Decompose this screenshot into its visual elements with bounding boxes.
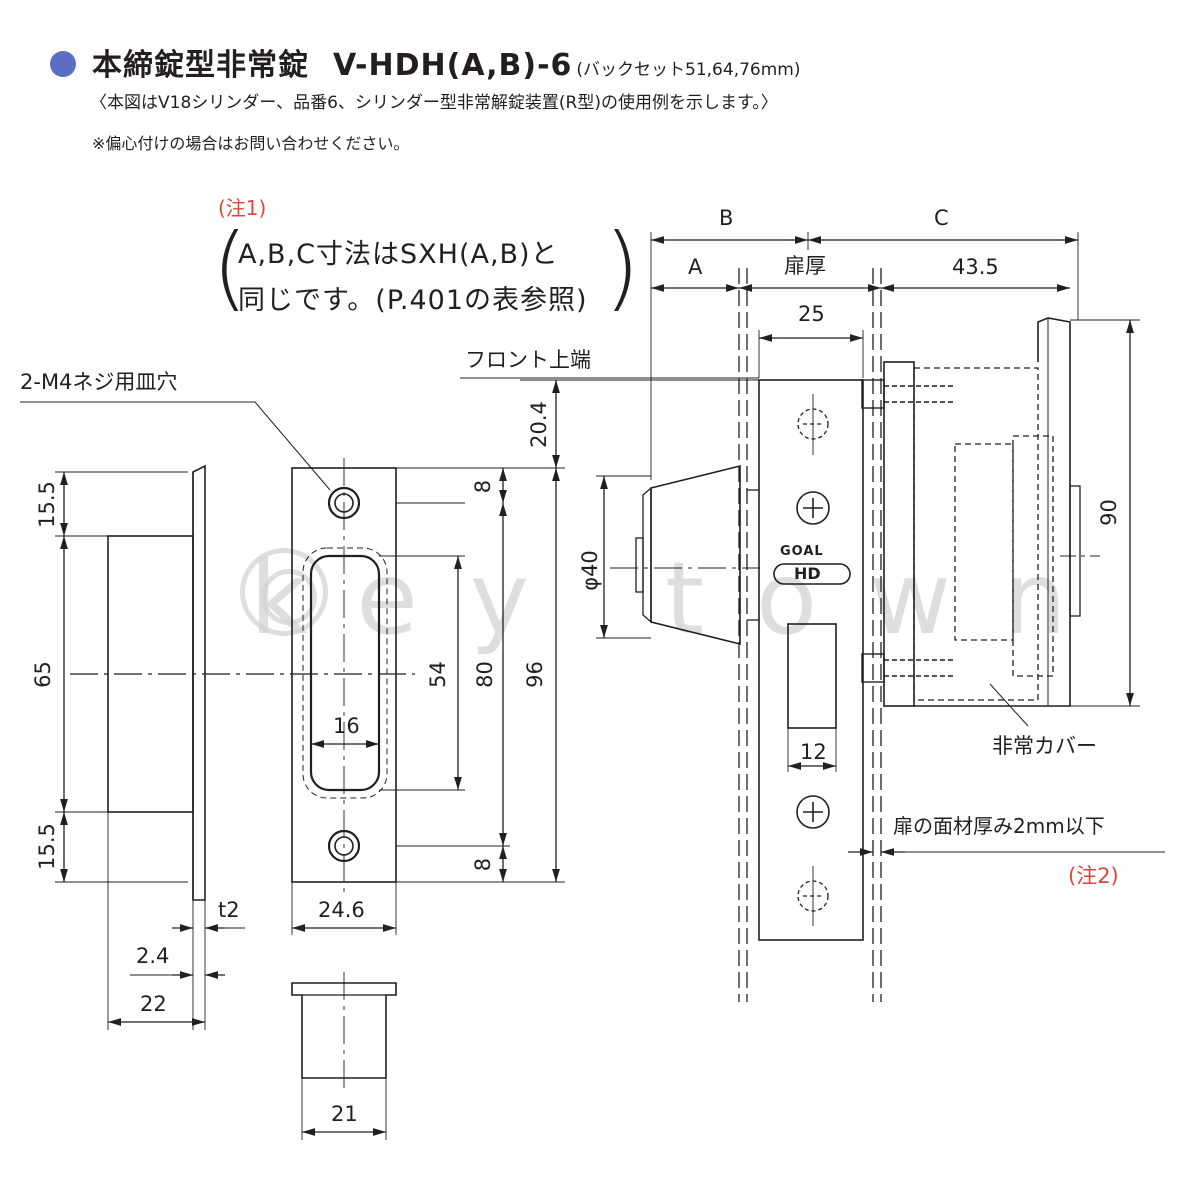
logo-hd: HD [794, 564, 821, 583]
note1-open-brace: ( [212, 214, 248, 321]
backset-note: (バックセット51,64,76mm) [576, 60, 801, 80]
dim-a: A [688, 255, 703, 279]
watermark-text: key town [250, 540, 1119, 657]
model-number: V-HDH(A,B)-6 [333, 48, 573, 83]
dim-24-6: 24.6 [318, 898, 365, 922]
dim-8-bot: 8 [471, 857, 496, 872]
dim-22: 22 [140, 992, 167, 1016]
dim-54: 54 [425, 661, 450, 688]
door-thickness-label: 扉厚 [784, 254, 826, 278]
dim-65: 65 [30, 661, 55, 688]
dim-43-5: 43.5 [952, 255, 999, 279]
strike-plate-front-view [20, 401, 565, 935]
dim-b: B [719, 206, 734, 230]
note2-label: (注2) [1068, 864, 1119, 888]
note1-close-brace: ) [604, 214, 640, 321]
door-face-label: 扉の面材厚み2mm以下 [893, 814, 1105, 838]
note1-line1: A,B,C寸法はSXH(A,B)と [238, 239, 559, 270]
note1-line2: 同じです。(P.401の表参照) [238, 285, 588, 316]
page-title: 本締錠型非常錠 V-HDH(A,B)-6 (バックセット51,64,76mm) [50, 40, 800, 90]
dim-t2: t2 [218, 898, 240, 922]
bullet-dot-icon [50, 51, 76, 77]
dim-25: 25 [798, 302, 825, 326]
emergency-cover-label: 非常カバー [992, 734, 1097, 758]
dim-2-4: 2.4 [136, 944, 170, 968]
dim-15-5-top: 15.5 [34, 481, 59, 528]
dim-21: 21 [331, 1102, 358, 1126]
strike-box-side-view [55, 464, 415, 1030]
dim-15-5-bot: 15.5 [34, 823, 59, 870]
dim-c: C [934, 206, 949, 230]
strike-cup-view [291, 972, 397, 1140]
logo-goal: GOAL [780, 544, 824, 559]
dim-20-4: 20.4 [526, 401, 551, 448]
dim-80: 80 [472, 661, 497, 688]
watermark-logo [240, 548, 328, 636]
dim-16: 16 [333, 714, 360, 738]
eccentric-note: ※偏心付けの場合はお問い合わせください。 [92, 134, 410, 153]
dim-96: 96 [522, 661, 547, 688]
lock-body-view [460, 232, 1165, 1002]
dim-90: 90 [1096, 499, 1121, 526]
product-title: 本締錠型非常錠 [92, 48, 309, 83]
dim-12: 12 [800, 740, 827, 764]
note1-label: (注1) [218, 196, 267, 220]
dim-phi40: φ40 [577, 550, 602, 591]
front-top-label: フロント上端 [465, 348, 591, 372]
description: 〈本図はV18シリンダー、品番6、シリンダー型非常解錠装置(R型)の使用例を示し… [90, 93, 778, 113]
dim-8-top: 8 [471, 479, 496, 494]
screw-hole-label: 2-M4ネジ用皿穴 [20, 370, 178, 394]
